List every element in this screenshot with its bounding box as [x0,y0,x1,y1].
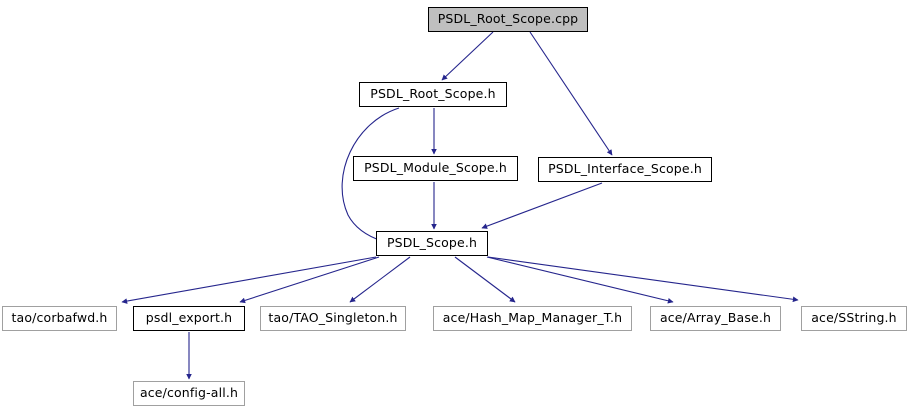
edge-root-to-root-scope-h [441,31,494,81]
node-label: PSDL_Root_Scope.cpp [437,11,579,27]
node-label: ace/Hash_Map_Manager_T.h [442,310,623,326]
node-label: tao/corbafwd.h [11,310,108,326]
edge-root-to-interface-scope-h [529,31,613,156]
node-label: PSDL_Root_Scope.h [370,86,496,102]
edge-scope-h-to-array-base [486,256,674,304]
node-label: ace/config-all.h [139,385,239,401]
node-ace-hash-map-manager-t-h[interactable]: ace/Hash_Map_Manager_T.h [433,306,632,331]
node-psdl-root-scope-cpp[interactable]: PSDL_Root_Scope.cpp [428,7,588,32]
edge-scope-h-to-corbafwd [121,256,377,304]
node-label: PSDL_Scope.h [386,235,478,251]
node-psdl-interface-scope-h[interactable]: PSDL_Interface_Scope.h [538,157,712,182]
node-tao-corbafwd-h[interactable]: tao/corbafwd.h [2,306,117,331]
edge-scope-h-to-sstring [487,256,799,303]
node-label: PSDL_Interface_Scope.h [548,161,702,177]
node-psdl-scope-h[interactable]: PSDL_Scope.h [376,231,488,256]
node-tao-tao-singleton-h[interactable]: tao/TAO_Singleton.h [260,306,406,331]
node-label: psdl_export.h [145,310,233,326]
node-ace-sstring-h[interactable]: ace/SString.h [801,306,907,331]
edge-scope-h-to-psdl-export [239,256,380,304]
node-psdl-export-h[interactable]: psdl_export.h [133,306,245,331]
edge-scope-h-to-tao-singleton [349,256,411,303]
node-psdl-root-scope-h[interactable]: PSDL_Root_Scope.h [359,82,507,107]
edge-scope-h-to-hash-map [454,256,516,303]
node-label: ace/SString.h [811,310,897,326]
node-label: PSDL_Module_Scope.h [364,160,507,176]
edge-interface-scope-h-to-scope-h [481,182,603,229]
node-label: tao/TAO_Singleton.h [268,310,398,326]
node-ace-array-base-h[interactable]: ace/Array_Base.h [650,306,781,331]
node-ace-config-all-h[interactable]: ace/config-all.h [133,381,245,406]
node-label: ace/Array_Base.h [659,310,772,326]
node-psdl-module-scope-h[interactable]: PSDL_Module_Scope.h [353,156,518,181]
